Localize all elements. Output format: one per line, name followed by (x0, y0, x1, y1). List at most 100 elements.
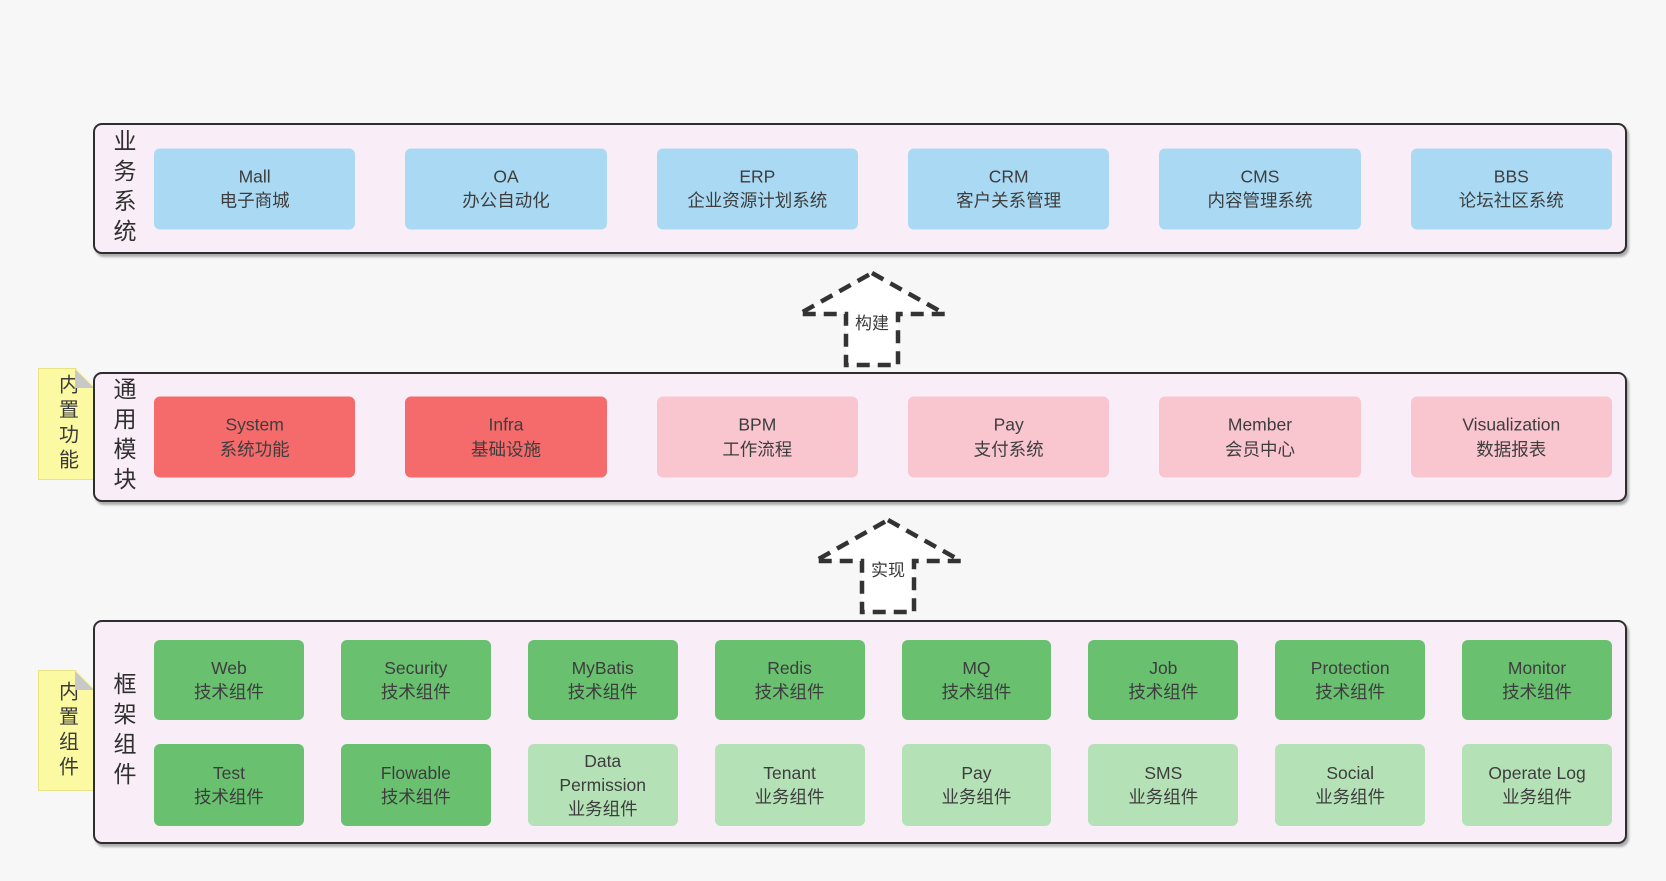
box-subtitle: 企业资源计划系统 (687, 190, 828, 211)
box-subtitle: 业务组件 (1128, 787, 1199, 807)
box-title: Redis (767, 657, 812, 678)
component-box-mybatis: MyBatis 技术组件 (527, 640, 678, 720)
box-title: Test (212, 762, 245, 783)
box-subtitle: 业务组件 (1315, 787, 1386, 807)
module-box-visualization: Visualization 数据报表 (1410, 396, 1612, 478)
component-box-pay: Pay 业务组件 (901, 744, 1052, 826)
business-box-crm: CRM 客户关系管理 (907, 148, 1110, 229)
sticky-note-builtin-components: 内置组件 (38, 670, 95, 791)
box-subtitle: 技术组件 (380, 787, 451, 807)
box-title: Pay (993, 414, 1024, 435)
business-box-cms: CMS 内容管理系统 (1159, 148, 1361, 229)
module-box-bpm: BPM 工作流程 (656, 396, 858, 478)
box-title: Member (1227, 414, 1293, 435)
box-subtitle: 内容管理系统 (1207, 190, 1313, 211)
box-subtitle: 业务组件 (1502, 787, 1573, 807)
box-subtitle: 技术组件 (1315, 682, 1386, 702)
box-title: Social (1326, 762, 1375, 783)
box-title: Web (211, 657, 247, 678)
component-box-tenant: Tenant 业务组件 (714, 744, 865, 826)
box-subtitle: 论坛社区系统 (1458, 190, 1564, 211)
layer-label-components: 框架组件 (110, 672, 136, 792)
box-title: Protection (1310, 657, 1390, 678)
business-box-erp: ERP 企业资源计划系统 (656, 148, 858, 229)
box-title: Visualization (1462, 414, 1561, 435)
box-subtitle: 支付系统 (973, 439, 1044, 459)
box-subtitle: 电子商城 (219, 190, 290, 211)
box-title: MyBatis (571, 657, 634, 678)
box-subtitle: 会员中心 (1224, 439, 1295, 459)
component-box-social: Social 业务组件 (1275, 744, 1426, 826)
component-box-redis: Redis 技术组件 (714, 640, 865, 720)
box-subtitle: 数据报表 (1476, 439, 1547, 459)
box-subtitle: 技术组件 (754, 682, 825, 702)
box-title: Mall (238, 166, 271, 187)
box-title: CMS (1240, 166, 1280, 187)
components-row-1: Web 技术组件 Security 技术组件 MyBatis 技术组件 Redi… (154, 640, 1612, 720)
box-title: ERP (739, 166, 776, 187)
box-subtitle: 技术组件 (193, 682, 264, 702)
business-systems-layer: 业务系统 Mall 电子商城 OA 办公自动化 ERP 企业资源计划系统 CRM… (93, 123, 1627, 254)
box-title: Data Permission (559, 750, 646, 795)
box-subtitle: 技术组件 (567, 682, 638, 702)
box-title: Flowable (380, 762, 451, 783)
component-box-monitor: Monitor 技术组件 (1462, 640, 1612, 720)
box-subtitle: 技术组件 (380, 682, 451, 702)
implement-arrow-label: 实现 (867, 553, 909, 584)
box-subtitle: 技术组件 (1502, 682, 1573, 702)
component-box-protection: Protection 技术组件 (1275, 640, 1426, 720)
box-title: Pay (961, 762, 992, 783)
box-title: OA (493, 166, 519, 187)
sticky-note-label: 内置组件 (55, 680, 78, 781)
box-subtitle: 客户关系管理 (956, 190, 1062, 211)
component-box-flowable: Flowable 技术组件 (340, 744, 491, 826)
box-subtitle: 办公自动化 (462, 190, 550, 211)
component-box-security: Security 技术组件 (340, 640, 491, 720)
box-title: Tenant (763, 762, 816, 783)
folded-corner-icon (75, 369, 94, 388)
component-box-operate-log: Operate Log 业务组件 (1462, 744, 1612, 826)
box-title: SMS (1144, 762, 1183, 783)
framework-components-layer: 框架组件 Web 技术组件 Security 技术组件 MyBatis 技术组件… (93, 620, 1627, 844)
common-modules-layer: 通用模块 System 系统功能 Infra 基础设施 BPM 工作流程 Pay… (93, 372, 1627, 502)
component-box-test: Test 技术组件 (154, 744, 304, 826)
layer-label-business: 业务系统 (110, 128, 136, 249)
box-title: Operate Log (1488, 762, 1586, 783)
component-box-mq: MQ 技术组件 (901, 640, 1052, 720)
box-title: Job (1149, 657, 1178, 678)
module-box-system: System 系统功能 (154, 396, 356, 478)
modules-box-row: System 系统功能 Infra 基础设施 BPM 工作流程 Pay 支付系统… (154, 396, 1612, 478)
sticky-note-builtin-features: 内置功能 (38, 368, 95, 480)
business-box-bbs: BBS 论坛社区系统 (1410, 148, 1612, 229)
box-subtitle: 技术组件 (941, 682, 1012, 702)
module-box-infra: Infra 基础设施 (405, 396, 607, 478)
business-box-mall: Mall 电子商城 (154, 148, 356, 229)
layer-label-modules: 通用模块 (110, 377, 136, 497)
module-box-member: Member 会员中心 (1159, 396, 1361, 478)
business-box-oa: OA 办公自动化 (405, 148, 607, 229)
box-title: BPM (738, 414, 777, 435)
box-subtitle: 工作流程 (722, 439, 793, 459)
module-box-pay: Pay 支付系统 (907, 396, 1110, 478)
components-row-2: Test 技术组件 Flowable 技术组件 Data Permission … (154, 744, 1612, 826)
box-title: Security (384, 657, 448, 678)
component-box-job: Job 技术组件 (1088, 640, 1239, 720)
component-box-sms: SMS 业务组件 (1088, 744, 1239, 826)
box-title: CRM (988, 166, 1029, 187)
box-subtitle: 业务组件 (567, 799, 638, 820)
box-subtitle: 基础设施 (470, 439, 541, 459)
box-subtitle: 技术组件 (193, 787, 264, 807)
box-subtitle: 业务组件 (754, 787, 825, 807)
box-subtitle: 系统功能 (219, 439, 290, 459)
box-title: Infra (488, 414, 524, 435)
business-box-row: Mall 电子商城 OA 办公自动化 ERP 企业资源计划系统 CRM 客户关系… (154, 148, 1612, 229)
sticky-note-label: 内置功能 (55, 374, 78, 474)
folded-corner-icon (75, 671, 94, 690)
component-box-web: Web 技术组件 (154, 640, 304, 720)
box-title: BBS (1493, 166, 1529, 187)
component-box-data-permission: Data Permission 业务组件 (527, 744, 678, 826)
box-title: Monitor (1507, 657, 1567, 678)
build-arrow-label: 构建 (851, 306, 893, 337)
box-subtitle: 技术组件 (1128, 682, 1199, 702)
